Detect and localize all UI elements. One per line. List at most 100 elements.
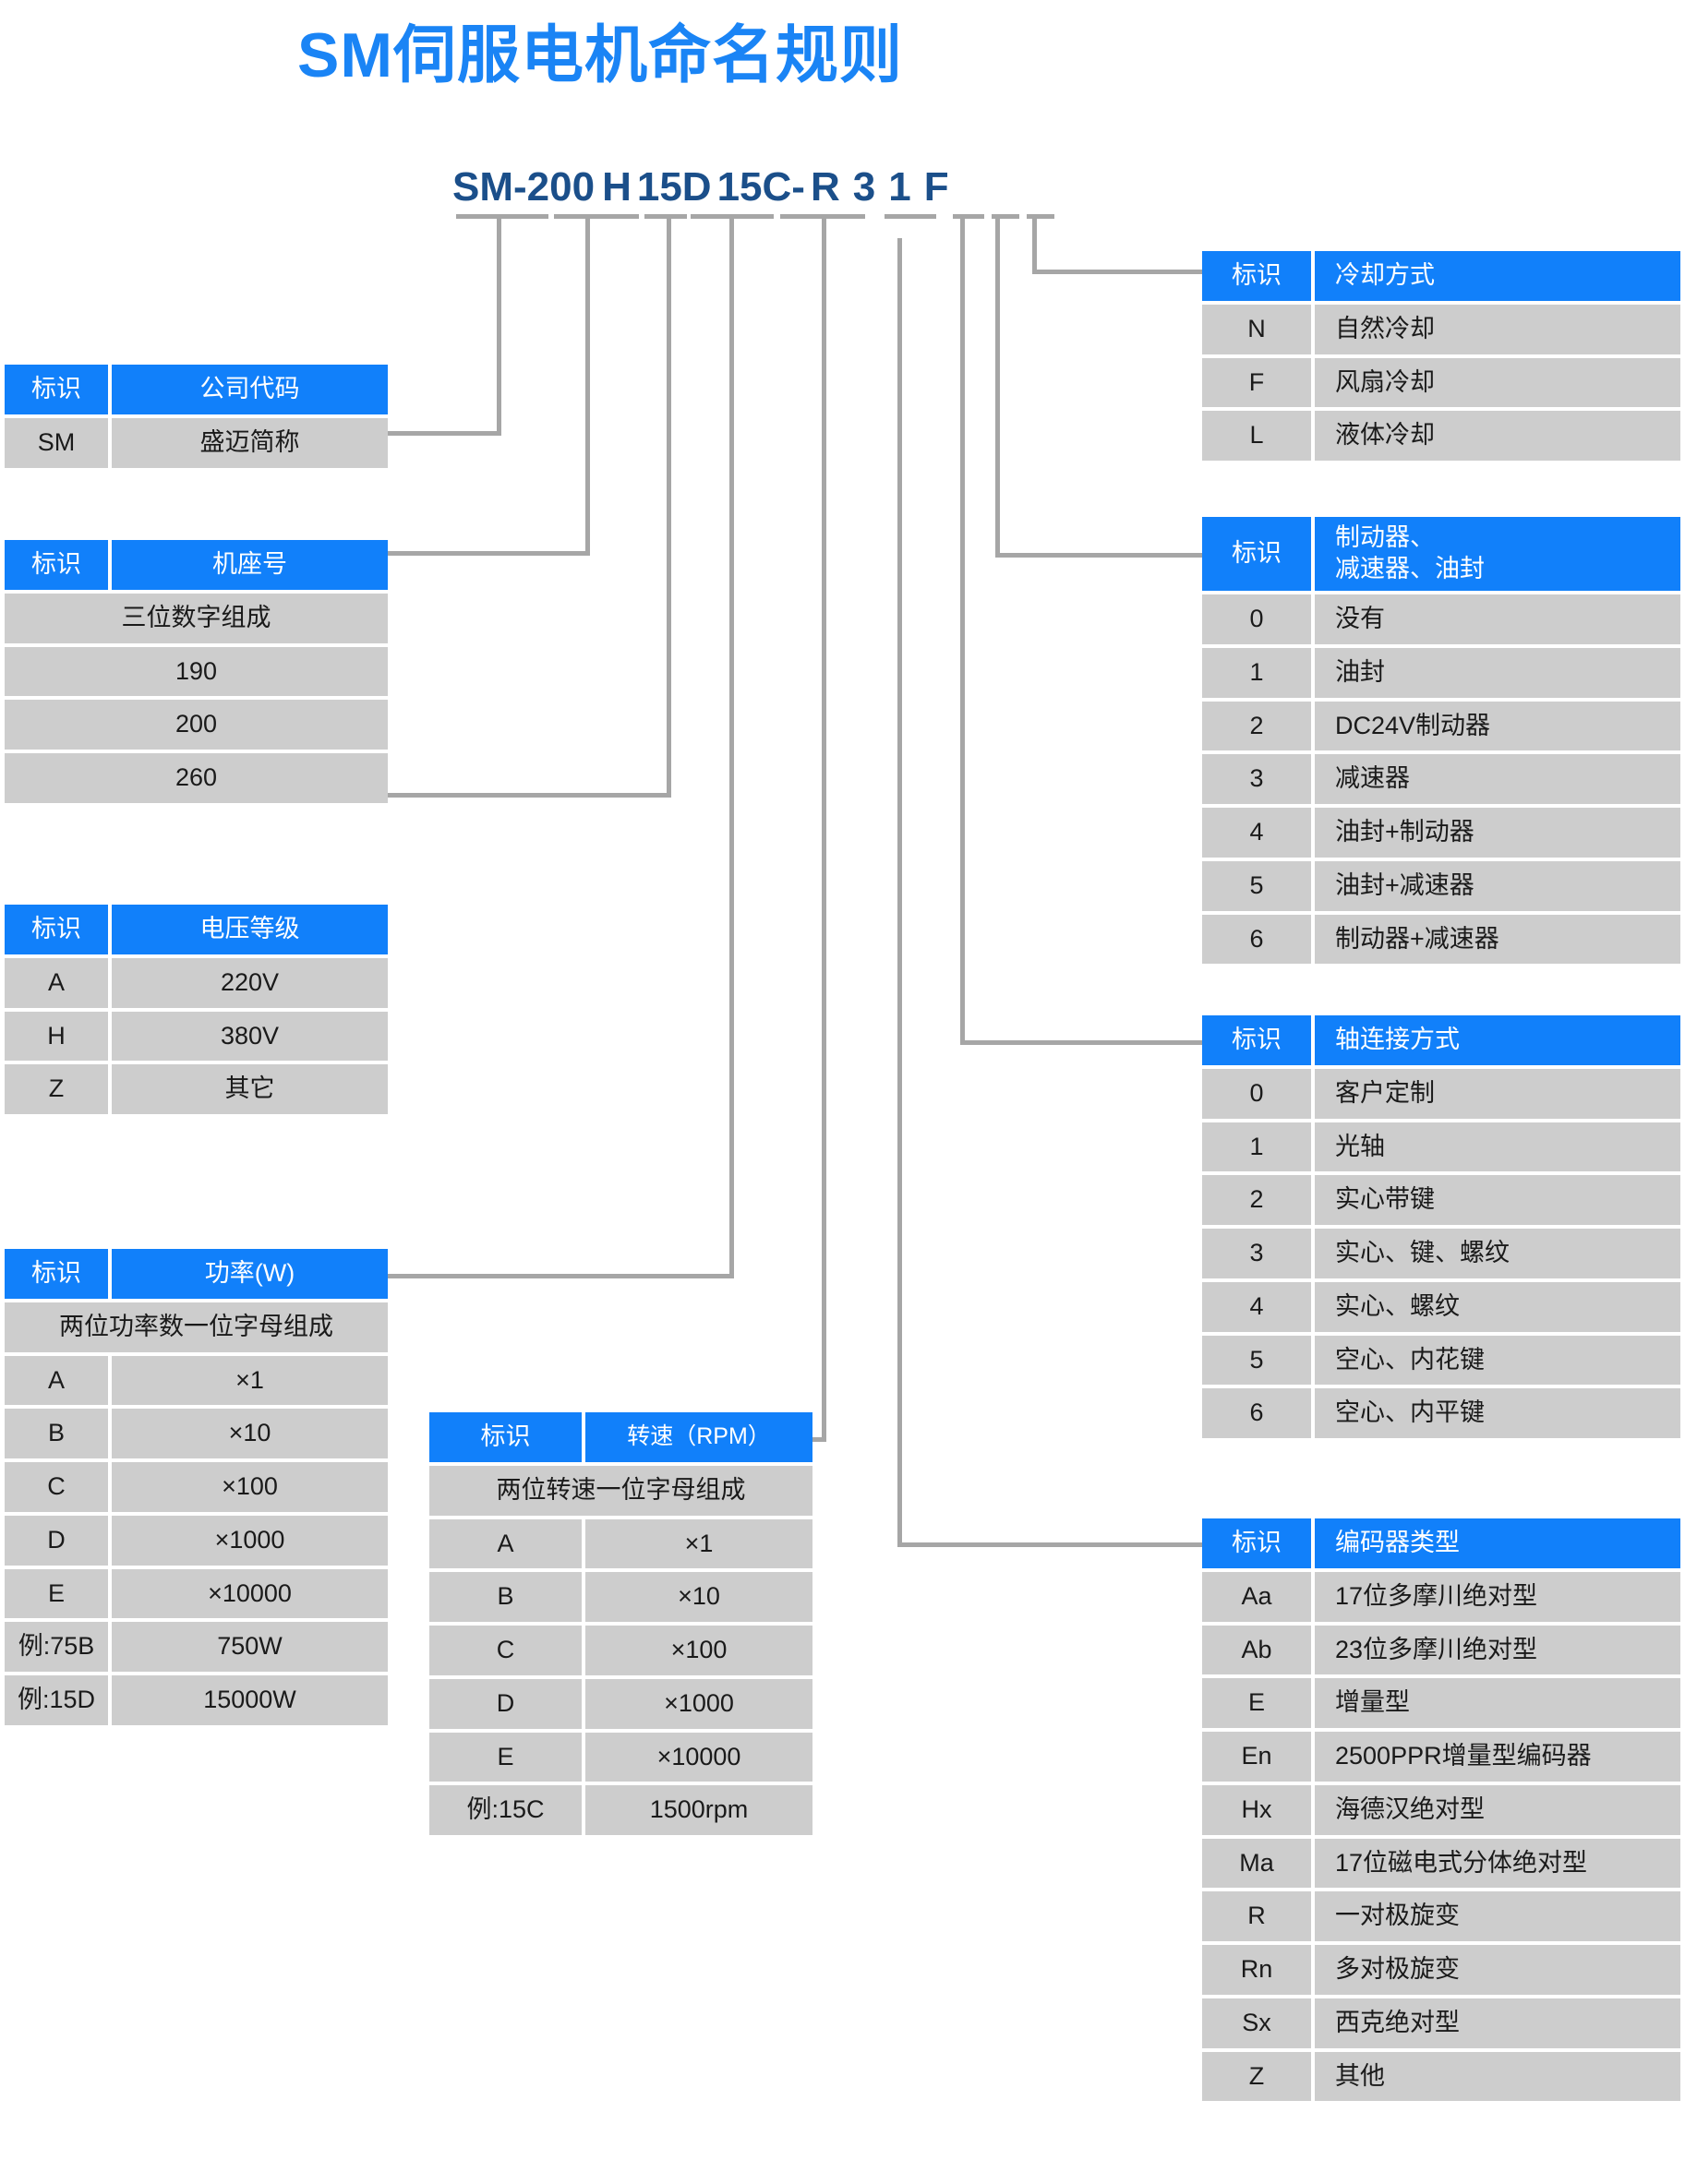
table-shaft-key: 6 [1202, 1388, 1311, 1438]
table-brake-header-key: 标识 [1202, 517, 1311, 591]
table-power-val: ×10 [112, 1409, 388, 1458]
table-company-header-key: 标识 [5, 365, 108, 414]
table-power-val: 750W [112, 1622, 388, 1672]
table-speed-val: ×10000 [585, 1732, 812, 1782]
table-speed-key: C [429, 1626, 582, 1675]
table-row: 3 实心、键、螺纹 [1202, 1229, 1680, 1278]
table-shaft-key: 1 [1202, 1122, 1311, 1172]
leader-shaft-v [960, 214, 965, 1045]
table-row: B ×10 [5, 1409, 388, 1458]
table-speed-key: A [429, 1518, 582, 1569]
table-voltage-val: 其它 [112, 1064, 388, 1114]
table-voltage-header-val: 电压等级 [112, 905, 388, 954]
table-brake-key: 5 [1202, 860, 1311, 911]
model-code-segment-5: 3 [852, 164, 876, 210]
table-frame: 标识 机座号 三位数字组成 190 200 260 [5, 540, 388, 803]
table-frame-header-key: 标识 [5, 540, 108, 590]
model-code-segment-3: 15C- [716, 164, 805, 210]
table-voltage-key: H [5, 1011, 108, 1062]
leader-encoder-h [897, 1542, 1202, 1547]
table-brake-val: 减速器 [1315, 754, 1680, 804]
table-power-val: ×1 [112, 1355, 388, 1406]
table-encoder: 标识 编码器类型 Aa 17位多摩川绝对型 Ab 23位多摩川绝对型 E 增量型… [1202, 1518, 1680, 2102]
table-row: SM 盛迈简称 [5, 417, 388, 468]
table-company-cell-key: SM [5, 417, 108, 468]
table-speed-header-key: 标识 [429, 1412, 582, 1462]
table-brake-header-line1: 制动器、 [1335, 523, 1435, 552]
model-code-segment-0: SM-200 [452, 164, 596, 210]
table-shaft-val: 实心带键 [1315, 1175, 1680, 1225]
model-code-segment-2: 15D [636, 164, 712, 210]
table-voltage-val: 380V [112, 1011, 388, 1062]
table-shaft-header-val: 轴连接方式 [1315, 1015, 1680, 1065]
table-voltage-header-key: 标识 [5, 905, 108, 954]
table-row: F 风扇冷却 [1202, 357, 1680, 408]
table-encoder-val: 多对极旋变 [1315, 1945, 1680, 1995]
table-shaft-key: 2 [1202, 1175, 1311, 1225]
table-row: 2 DC24V制动器 [1202, 701, 1680, 751]
table-row: Ab 23位多摩川绝对型 [1202, 1625, 1680, 1675]
table-row: 4 油封+制动器 [1202, 808, 1680, 858]
table-row: D ×1000 [5, 1515, 388, 1566]
table-company-header-val: 公司代码 [112, 365, 388, 414]
table-power-val: 15000W [112, 1675, 388, 1725]
table-shaft-header-key: 标识 [1202, 1015, 1311, 1065]
leader-speed-h [811, 1437, 826, 1442]
table-speed-val: 1500rpm [585, 1785, 812, 1835]
table-speed-val: ×1 [585, 1518, 812, 1569]
table-company-cell-val: 盛迈简称 [112, 417, 388, 468]
table-company-header-row: 标识 公司代码 [5, 365, 388, 414]
table-row: 6 空心、内平键 [1202, 1388, 1680, 1438]
table-shaft-val: 空心、内平键 [1315, 1388, 1680, 1438]
table-cooling-key: F [1202, 357, 1311, 408]
table-encoder-val: 西克绝对型 [1315, 1998, 1680, 2048]
table-shaft-header-row: 标识 轴连接方式 [1202, 1015, 1680, 1065]
table-row: E 增量型 [1202, 1678, 1680, 1728]
table-shaft-key: 4 [1202, 1281, 1311, 1332]
table-encoder-key: E [1202, 1678, 1311, 1728]
code-underline-1 [456, 214, 548, 219]
table-voltage-header-row: 标识 电压等级 [5, 905, 388, 954]
table-row: D ×1000 [429, 1678, 812, 1729]
table-row: Ma 17位磁电式分体绝对型 [1202, 1838, 1680, 1889]
model-code-segment-4: R [810, 164, 840, 210]
table-row: 两位转速一位字母组成 [429, 1465, 812, 1516]
table-row: 4 实心、螺纹 [1202, 1281, 1680, 1332]
table-encoder-val: 海德汉绝对型 [1315, 1784, 1680, 1835]
table-row: Aa 17位多摩川绝对型 [1202, 1571, 1680, 1622]
table-speed-note: 两位转速一位字母组成 [429, 1465, 812, 1516]
table-row: 5 空心、内花键 [1202, 1335, 1680, 1386]
code-underline-6 [885, 214, 936, 219]
leader-power-h [388, 1274, 734, 1278]
table-row: E ×10000 [5, 1568, 388, 1619]
table-shaft: 标识 轴连接方式 0 客户定制 1 光轴 2 实心带键 3 实心、键、螺纹 4 … [1202, 1015, 1680, 1438]
table-row: 例:15C 1500rpm [429, 1785, 812, 1835]
table-row: 两位功率数一位字母组成 [5, 1302, 388, 1352]
table-brake-key: 6 [1202, 914, 1311, 965]
table-row: En 2500PPR增量型编码器 [1202, 1732, 1680, 1782]
leader-speed-v [822, 214, 826, 1442]
table-brake-val: 没有 [1315, 594, 1680, 644]
table-cooling-header-row: 标识 冷却方式 [1202, 251, 1680, 301]
leader-cooling-h [1032, 270, 1202, 274]
leader-cooling-v [1032, 214, 1037, 274]
table-speed-val: ×1000 [585, 1678, 812, 1729]
code-underline-3 [644, 214, 687, 219]
table-cooling-val: 自然冷却 [1315, 304, 1680, 354]
leader-frame-v [585, 214, 590, 556]
leader-company-v [497, 214, 501, 436]
page-title: SM伺服电机命名规则 [296, 20, 903, 90]
table-row: Rn 多对极旋变 [1202, 1945, 1680, 1995]
table-row: L 液体冷却 [1202, 411, 1680, 461]
table-row: C ×100 [5, 1462, 388, 1512]
table-row: 2 实心带键 [1202, 1175, 1680, 1225]
table-row: 5 油封+减速器 [1202, 860, 1680, 911]
table-row: A 220V [5, 957, 388, 1008]
table-row: A ×1 [5, 1355, 388, 1406]
table-power-key: B [5, 1409, 108, 1458]
table-power-key: C [5, 1462, 108, 1512]
table-row: 0 客户定制 [1202, 1068, 1680, 1119]
table-frame-value: 190 [5, 646, 388, 697]
table-brake-header-val: 制动器、 减速器、油封 [1315, 517, 1680, 591]
